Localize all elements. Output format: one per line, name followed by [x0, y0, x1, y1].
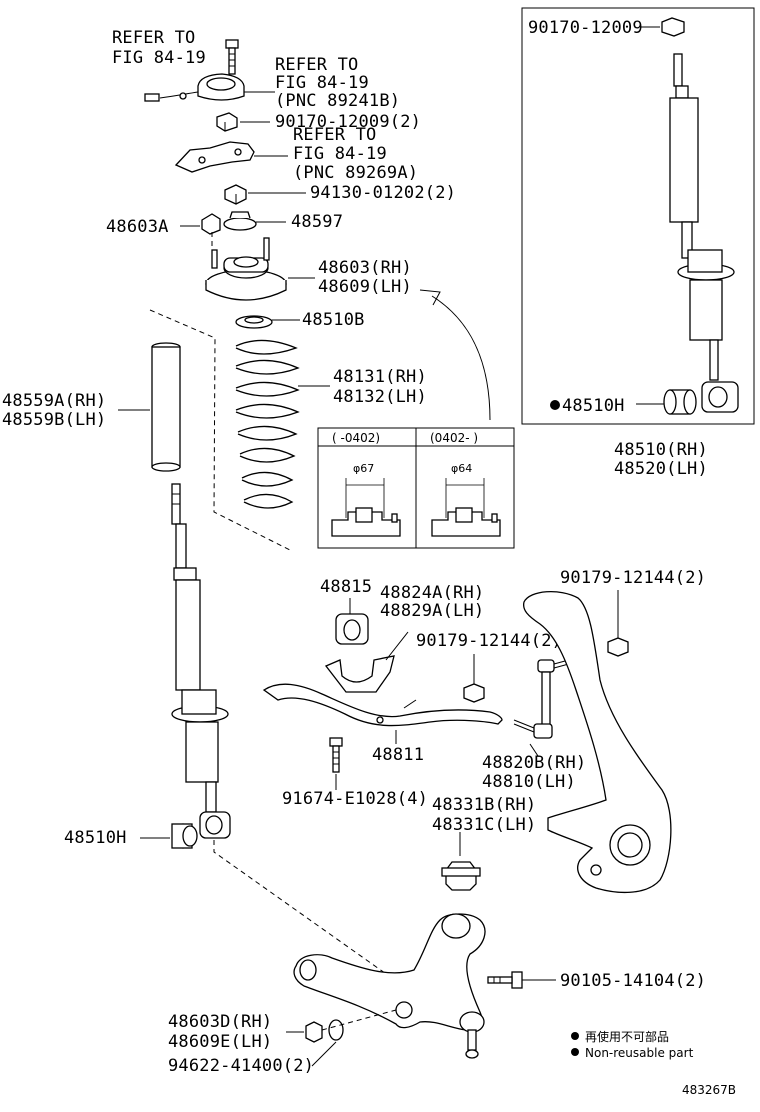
refer1-line1: REFER TO — [112, 28, 195, 48]
refer3-line1: REFER TO — [293, 125, 376, 145]
strut-mount — [205, 232, 315, 301]
refer3-line3: (PNC 89269A) — [293, 163, 418, 183]
curved-arrow — [419, 289, 491, 421]
table-col1: ( -0402) — [332, 431, 380, 445]
refer1-line2: FIG 84-19 — [112, 48, 206, 68]
steering-knuckle — [522, 590, 672, 894]
bump-rh: 48331B(RH) — [432, 795, 536, 815]
absorber-dash — [213, 840, 407, 989]
support-lh: 48609(LH) — [318, 277, 412, 297]
nut-top-label: 90170-12009(2) — [275, 112, 421, 132]
p48603a-label: 48603A — [106, 217, 169, 237]
p48815-label: 48815 — [320, 577, 372, 597]
legend-en: Non-reusable part — [585, 1046, 694, 1060]
inset-bush-label: 48510H — [562, 396, 625, 416]
spring-rh: 48131(RH) — [333, 367, 427, 387]
nut-94130 — [224, 184, 306, 205]
cushion-48603a — [201, 213, 221, 235]
link-lh: 48810(LH) — [482, 772, 576, 792]
p48597-label: 48597 — [291, 212, 343, 232]
figure-id: 483267B — [682, 1083, 736, 1097]
bush-48510h-main — [140, 823, 198, 849]
stabilizer-bar — [262, 683, 503, 727]
shock-absorber-main — [171, 483, 231, 839]
refer2-line2: FIG 84-19 — [275, 73, 369, 93]
refer2-line3: (PNC 89241B) — [275, 91, 400, 111]
inset-panel: 90170-12009 — [521, 7, 755, 425]
bolt-small — [225, 39, 239, 75]
table-col2: (0402- ) — [430, 431, 478, 445]
bush-main-label: 48510H — [64, 828, 127, 848]
bracket-lh: 48829A(LH) — [380, 601, 484, 621]
spring-dash — [149, 309, 291, 551]
bolt-c-label: 91674-E1028(4) — [282, 789, 428, 809]
absorber-lh: 48520(LH) — [614, 459, 708, 479]
washer-label: 94622-41400(2) — [168, 1056, 314, 1076]
bolt-91674 — [329, 737, 343, 790]
boot-lh: 48559B(LH) — [2, 410, 106, 430]
nonreusable-dot-icon — [550, 400, 560, 410]
bump-lh: 48331C(LH) — [432, 815, 536, 835]
lower-arm — [293, 913, 486, 1059]
leader-washer — [311, 1041, 337, 1067]
spring-seat-48510b — [235, 315, 300, 329]
stabilizer-label: 48811 — [372, 745, 424, 765]
dust-boot — [118, 342, 181, 472]
retainer-48597 — [223, 211, 286, 231]
bump-stopper — [441, 832, 481, 891]
nut2-label: 94130-01202(2) — [310, 183, 456, 203]
legend-dot-en-icon — [571, 1048, 579, 1056]
refer3-line2: FIG 84-19 — [293, 144, 387, 164]
support-rh: 48603(RH) — [318, 258, 412, 278]
link-rh: 48820B(RH) — [482, 753, 586, 773]
lower-bush — [286, 1009, 397, 1043]
spring-lh: 48132(LH) — [333, 387, 427, 407]
height-sensor — [144, 73, 275, 102]
coil-spring — [235, 339, 330, 509]
stabilizer-link — [513, 657, 577, 757]
boot-rh: 48559A(RH) — [2, 391, 106, 411]
absorber-rh: 48510(RH) — [614, 440, 708, 460]
bolt-d-label: 90105-14104(2) — [560, 971, 706, 991]
stabilizer-bracket — [324, 631, 409, 693]
lower-bush-rh: 48603D(RH) — [168, 1012, 272, 1032]
inset-nut-label: 90170-12009 — [528, 18, 643, 38]
bolt-90105 — [487, 971, 556, 989]
table-dim1: φ67 — [353, 462, 374, 475]
table-dim2: φ64 — [451, 462, 472, 475]
bolt-b-label: 90179-12144(2) — [416, 631, 562, 651]
nut-90179-b — [463, 654, 485, 703]
bracket-89269a — [174, 141, 288, 173]
legend-jp: 再使用不可部品 — [585, 1029, 669, 1044]
p48510b-label: 48510B — [302, 310, 365, 330]
lower-bush-lh: 48609E(LH) — [168, 1032, 272, 1052]
bolt-a-label: 90179-12144(2) — [560, 568, 706, 588]
bracket-rh: 48824A(RH) — [380, 583, 484, 603]
refer2-line1: REFER TO — [275, 55, 358, 75]
legend-dot-jp-icon — [571, 1032, 579, 1040]
stabilizer-bush — [335, 598, 369, 645]
spec-table: ( -0402) (0402- ) φ67 φ64 — [317, 427, 515, 549]
nut-90170 — [216, 112, 270, 132]
nut-90179-a — [607, 590, 629, 657]
